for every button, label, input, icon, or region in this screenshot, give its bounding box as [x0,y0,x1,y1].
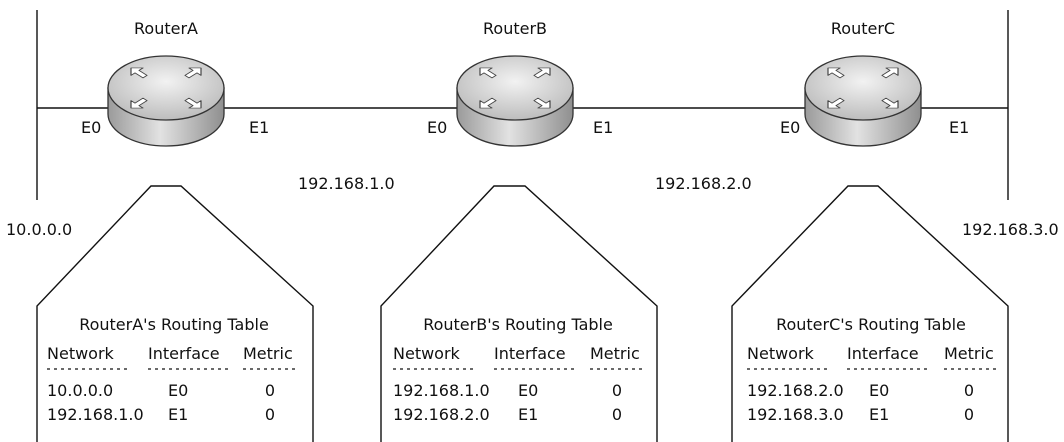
router-top [456,55,574,121]
router-a-e1-label: E1 [249,118,269,137]
row-metric: 0 [964,381,974,400]
router-c-e0-label: E0 [780,118,800,137]
router-top [107,55,225,121]
router-c-routing-table: RouterC's Routing Table Network Interfac… [747,315,998,424]
router-a-table-outline [36,185,314,442]
network-ab-label: 192.168.1.0 [298,174,395,193]
row-interface: E1 [518,405,538,424]
row-interface: E0 [518,381,538,400]
network-left-label: 10.0.0.0 [6,220,72,239]
router-top [804,55,922,121]
router-c-icon [804,55,922,147]
row-network: 192.168.3.0 [747,405,844,424]
table-title: RouterA's Routing Table [79,315,269,334]
row-interface: E1 [168,405,188,424]
header-network: Network [393,344,461,363]
network-bc-label: 192.168.2.0 [655,174,752,193]
row-network: 192.168.2.0 [393,405,490,424]
table-title: RouterC's Routing Table [776,315,966,334]
row-interface: E0 [869,381,889,400]
table-title: RouterB's Routing Table [423,315,613,334]
router-c-e1-label: E1 [949,118,969,137]
row-metric: 0 [964,405,974,424]
header-metric: Metric [243,344,293,363]
header-metric: Metric [590,344,640,363]
header-interface: Interface [148,344,220,363]
row-interface: E1 [869,405,889,424]
row-network: 192.168.1.0 [47,405,144,424]
router-b-table-outline [380,185,658,442]
header-network: Network [747,344,815,363]
router-b-e0-label: E0 [427,118,447,137]
row-network: 192.168.1.0 [393,381,490,400]
router-b-icon [456,55,574,147]
router-a-label: RouterA [134,19,198,38]
network-right-label: 192.168.3.0 [962,220,1059,239]
router-b-label: RouterB [483,19,547,38]
row-metric: 0 [265,381,275,400]
router-a-e0-label: E0 [81,118,101,137]
router-b-routing-table: RouterB's Routing Table Network Interfac… [393,315,644,424]
row-metric: 0 [265,405,275,424]
row-interface: E0 [168,381,188,400]
row-network: 10.0.0.0 [47,381,113,400]
router-a-icon [107,55,225,147]
header-interface: Interface [494,344,566,363]
router-b-e1-label: E1 [593,118,613,137]
header-network: Network [47,344,115,363]
routing-table-callouts [36,185,1009,442]
row-metric: 0 [612,381,622,400]
header-interface: Interface [847,344,919,363]
router-c-label: RouterC [831,19,895,38]
row-network: 192.168.2.0 [747,381,844,400]
row-metric: 0 [612,405,622,424]
router-c-table-outline [731,185,1009,442]
header-metric: Metric [944,344,994,363]
router-a-routing-table: RouterA's Routing Table Network Interfac… [47,315,297,424]
